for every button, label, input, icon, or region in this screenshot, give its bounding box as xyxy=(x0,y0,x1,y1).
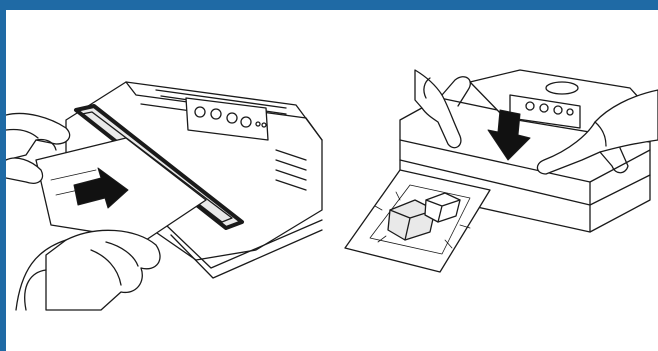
press-lid-drawing xyxy=(330,10,658,351)
top-accent-bar xyxy=(0,0,658,10)
insert-bag-drawing xyxy=(6,10,330,351)
press-lid-illustration xyxy=(330,10,658,351)
insert-bag-illustration xyxy=(6,10,330,351)
left-hand-top xyxy=(6,113,70,160)
push-hand xyxy=(46,230,160,310)
